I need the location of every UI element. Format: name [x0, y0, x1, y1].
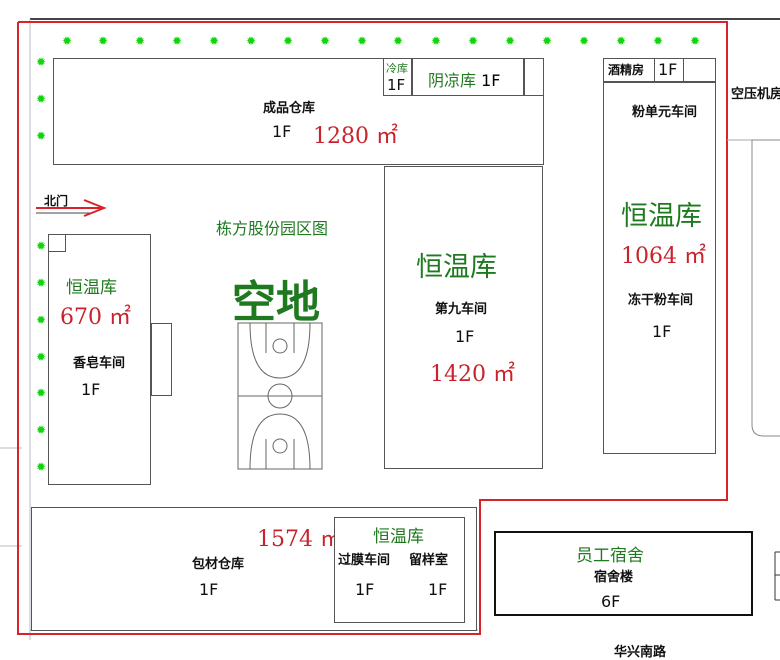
- cool-storage-annex: [524, 58, 544, 96]
- cool-storage-label: 阴凉库 1F: [428, 67, 501, 91]
- tree-icon: ✹: [689, 34, 701, 48]
- ninth-workshop-floor: 1F: [455, 327, 475, 346]
- powder-unit-name: 粉单元车间: [632, 105, 698, 120]
- sample-room-floor: 1F: [428, 580, 448, 599]
- tree-icon: ✹: [356, 34, 368, 48]
- tree-icon: ✹: [282, 34, 294, 48]
- tree-icon: ✹: [392, 34, 404, 48]
- soap-workshop-notch: [48, 234, 66, 252]
- cool-storage-name: 阴凉库: [428, 71, 477, 90]
- cool-storage-floor: 1F: [481, 71, 501, 90]
- tree-icon: ✹: [134, 34, 146, 48]
- building-cool-storage[interactable]: [412, 58, 524, 96]
- cold-storage-name: 冷库: [386, 62, 408, 75]
- tree-icon: ✹: [504, 34, 516, 48]
- freeze-dry-floor: 1F: [652, 322, 672, 341]
- const-temp-bottom-name: 恒温库: [373, 527, 424, 547]
- tree-icon: ✹: [615, 34, 627, 48]
- tree-icon: ✹: [61, 34, 73, 48]
- tree-icon: ✹: [171, 34, 183, 48]
- tree-icon: ✹: [467, 34, 479, 48]
- const-temp-right-area: 1064 ㎡: [621, 244, 706, 269]
- wine-room-name: 酒精房: [608, 63, 645, 77]
- tree-icon: ✹: [245, 34, 257, 48]
- building-const-temp-bottom[interactable]: [334, 517, 465, 623]
- tree-icon: ✹: [35, 239, 47, 253]
- const-temp-right-name: 恒温库: [621, 201, 702, 232]
- building-cold-storage[interactable]: [383, 58, 412, 96]
- air-compressor-name: 空压机房: [731, 87, 780, 102]
- north-gate-label: 北门: [44, 194, 69, 208]
- const-temp-left-area: 670 ㎡: [60, 305, 131, 330]
- building-dormitory[interactable]: [494, 531, 753, 616]
- tree-icon: ✹: [319, 34, 331, 48]
- tree-icon: ✹: [35, 386, 47, 400]
- tree-icon: ✹: [35, 92, 47, 106]
- building-powder-unit[interactable]: [603, 82, 716, 454]
- road-label: 华兴南路: [614, 645, 667, 660]
- tree-icon: ✹: [97, 34, 109, 48]
- finished-goods-name: 成品仓库: [263, 101, 316, 116]
- film-workshop-name: 过膜车间: [338, 553, 391, 568]
- cold-storage-floor: 1F: [387, 76, 406, 94]
- const-temp-mid-name: 恒温库: [416, 252, 497, 283]
- finished-goods-area: 1280 ㎡: [313, 124, 398, 149]
- finished-goods-floor: 1F: [272, 122, 292, 141]
- soap-workshop-floor: 1F: [81, 380, 101, 399]
- ninth-workshop-name: 第九车间: [435, 302, 488, 317]
- dormitory-name: 员工宿舍: [576, 546, 644, 566]
- air-compressor-outline: [751, 139, 780, 437]
- dormitory-sub: 宿舍楼: [594, 570, 634, 585]
- wine-room-divider: [654, 58, 684, 82]
- tree-icon: ✹: [35, 460, 47, 474]
- basketball-court: [237, 322, 323, 470]
- ninth-workshop-area: 1420 ㎡: [430, 362, 515, 387]
- arrow-right-icon: [36, 199, 107, 217]
- wine-room-floor: 1F: [658, 60, 678, 79]
- tree-icon: ✹: [208, 34, 220, 48]
- sample-room-name: 留样室: [409, 553, 449, 568]
- building-ninth-workshop[interactable]: [384, 166, 543, 469]
- packaging-area: 1574 ㎡: [257, 527, 342, 552]
- tree-icon: ✹: [35, 129, 47, 143]
- tree-icon: ✹: [35, 350, 47, 364]
- tree-icon: ✹: [541, 34, 553, 48]
- freeze-dry-name: 冻干粉车间: [628, 293, 694, 308]
- site-boundary: [17, 21, 728, 635]
- tree-icon: ✹: [35, 55, 47, 69]
- map-title: 栋方股份园区图: [216, 219, 329, 238]
- open-space-label: 空地: [232, 277, 320, 328]
- soap-workshop-annex: [151, 323, 172, 396]
- tree-icon: ✹: [35, 276, 47, 290]
- tree-icon: ✹: [430, 34, 442, 48]
- tree-icon: ✹: [578, 34, 590, 48]
- packaging-name: 包材仓库: [192, 557, 245, 572]
- tree-icon: ✹: [652, 34, 664, 48]
- dormitory-floor: 6F: [601, 592, 621, 611]
- film-workshop-floor: 1F: [355, 580, 375, 599]
- packaging-floor: 1F: [199, 580, 219, 599]
- tree-icon: ✹: [35, 423, 47, 437]
- building-soap-workshop[interactable]: [48, 234, 151, 485]
- const-temp-left-name: 恒温库: [66, 278, 117, 298]
- soap-workshop-name: 香皂车间: [73, 356, 126, 371]
- tree-icon: ✹: [35, 313, 47, 327]
